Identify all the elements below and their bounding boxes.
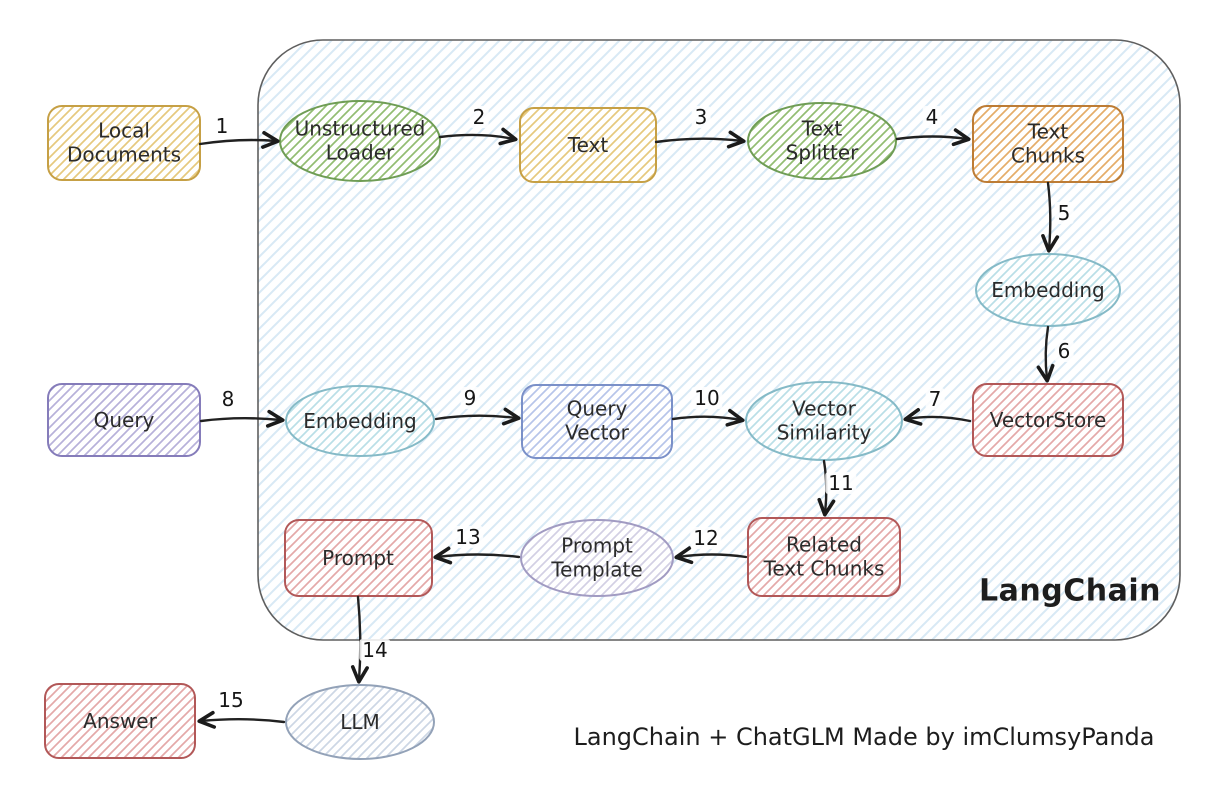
arrow-1 <box>198 130 280 149</box>
vectorstore-node <box>972 383 1124 457</box>
langchain-container <box>257 39 1181 641</box>
arrow-9 <box>434 407 521 426</box>
related-text-chunks-node <box>747 517 901 597</box>
prompt-template-node <box>520 519 674 597</box>
text-node <box>519 107 657 183</box>
arrow-15 <box>197 710 286 729</box>
local-documents-node <box>47 105 201 181</box>
arrow-12 <box>674 546 748 565</box>
text-chunks-node <box>972 105 1124 183</box>
prompt-node <box>284 519 433 597</box>
arrow-2 <box>438 127 518 146</box>
text-splitter-node <box>747 102 897 180</box>
vector-similarity-node <box>745 381 903 461</box>
embedding-query-node <box>285 385 435 457</box>
query-vector-node <box>521 384 673 459</box>
arrow-6 <box>1036 325 1055 383</box>
answer-node <box>44 683 196 759</box>
arrow-13 <box>433 546 521 565</box>
query-node <box>47 383 201 457</box>
unstructured-loader-node <box>279 100 441 182</box>
arrow-10 <box>671 408 745 427</box>
llm-node <box>285 684 435 760</box>
arrow-3 <box>654 130 746 149</box>
arrow-4 <box>895 128 971 147</box>
arrow-8 <box>199 409 285 428</box>
arrow-7 <box>903 407 972 426</box>
embedding-docs-node <box>975 253 1121 327</box>
arrow-5 <box>1041 181 1060 253</box>
